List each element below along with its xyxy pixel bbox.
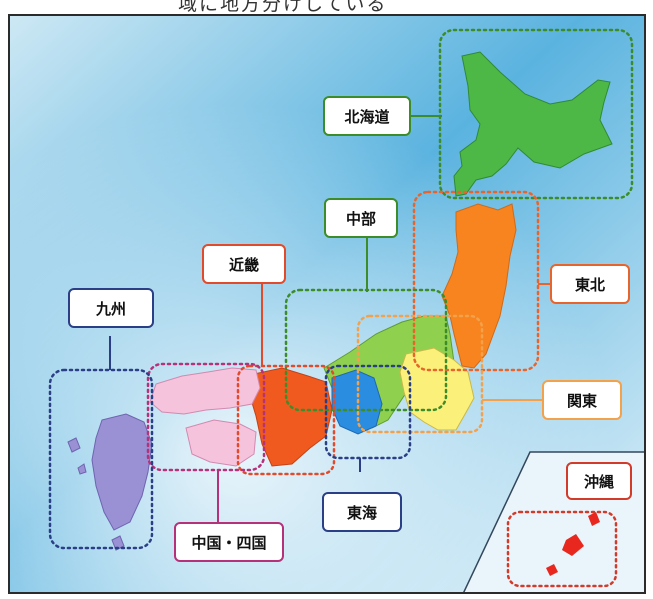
kyushu-region-box: [48, 368, 154, 550]
label-okinawa: 沖縄: [566, 462, 632, 500]
label-tokai-text: 東海: [346, 503, 377, 522]
label-connectors: [109, 115, 550, 524]
chugoku-landmass: [149, 367, 261, 415]
label-kinki: 近畿: [202, 244, 286, 284]
tohoku-region-box: [412, 190, 540, 372]
okinawa-islands: [546, 512, 600, 576]
kinki-region-box: [236, 364, 336, 476]
label-kinki-text: 近畿: [228, 255, 259, 274]
tokai-region-box: [324, 364, 412, 460]
tohoku-landmass: [441, 203, 517, 369]
okinawa-region-box: [506, 510, 618, 588]
label-kyushu: 九州: [68, 288, 154, 328]
label-chubu: 中部: [324, 198, 398, 238]
label-tohoku: 東北: [550, 264, 630, 304]
label-hokkaido: 北海道: [323, 96, 411, 136]
kinki-landmass: [249, 367, 333, 467]
label-hokkaido-text: 北海道: [344, 107, 390, 126]
top-caption: 域に地方分けしている: [178, 0, 388, 15]
label-kanto: 関東: [542, 380, 622, 420]
chugoku-shikoku-region-box: [146, 362, 266, 472]
label-okinawa-text: 沖縄: [583, 472, 614, 491]
label-tohoku-text: 東北: [574, 275, 605, 294]
hokkaido-landmass: [453, 51, 613, 197]
label-chugoku-shikoku-text: 中国・四国: [191, 533, 267, 552]
label-chugoku-shikoku: 中国・四国: [174, 522, 284, 562]
label-chubu-text: 中部: [345, 209, 376, 228]
kanto-region-box: [356, 314, 484, 434]
japan-region-map: 北海道 中部 東北 関東 近畿 東海 中国・四国 九州 沖縄: [8, 14, 646, 594]
kyushu-islands: [67, 437, 125, 551]
label-kyushu-text: 九州: [95, 299, 126, 318]
label-tokai: 東海: [322, 492, 402, 532]
kyushu-landmass: [91, 413, 153, 531]
label-kanto-text: 関東: [566, 391, 597, 410]
